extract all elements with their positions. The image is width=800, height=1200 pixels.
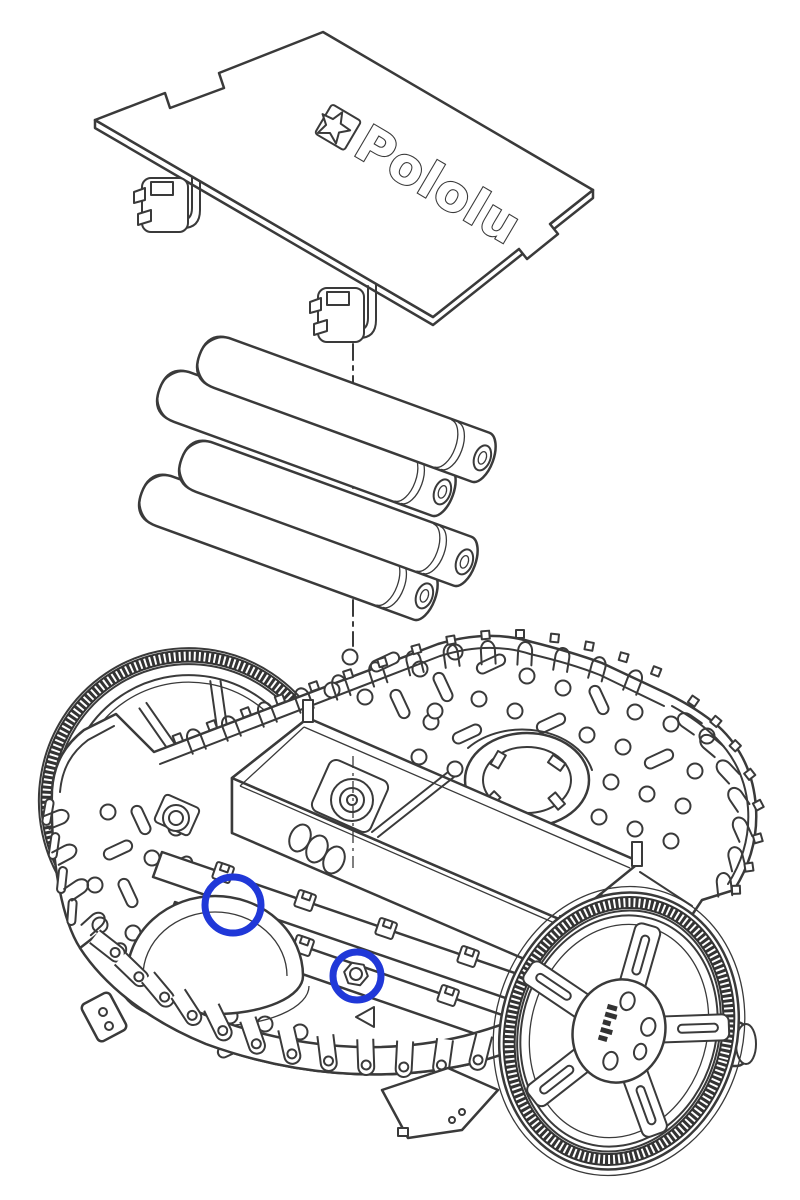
tray-post-2 xyxy=(631,841,643,867)
highlight-circle-2 xyxy=(329,948,385,1004)
back-rim xyxy=(159,629,665,765)
arrow-marker xyxy=(355,1006,375,1028)
wheel-spokes xyxy=(522,922,731,1138)
left-foot-tab xyxy=(80,991,128,1043)
motor-spring xyxy=(288,823,346,875)
battery-tray xyxy=(153,699,643,979)
battery-pack xyxy=(131,329,503,626)
hex-nut xyxy=(343,961,369,987)
cover-clip-left xyxy=(133,173,201,233)
cover-plate xyxy=(93,30,595,319)
left-rim xyxy=(40,725,222,1042)
hub-marking xyxy=(597,1003,618,1042)
right-wheel xyxy=(492,885,746,1177)
left-motor xyxy=(153,793,201,837)
tray-divider xyxy=(371,771,455,838)
encoder-pcb xyxy=(380,1066,500,1140)
motor xyxy=(288,758,390,875)
star-icon xyxy=(314,104,362,151)
highlight-circle-1 xyxy=(201,873,265,937)
cover-clip-center xyxy=(309,283,377,343)
chassis xyxy=(37,629,765,1177)
battery-cover: Pololu xyxy=(93,30,595,343)
tray-post-1 xyxy=(302,699,314,723)
right-rim xyxy=(671,694,765,898)
wheel-hub xyxy=(571,978,667,1084)
